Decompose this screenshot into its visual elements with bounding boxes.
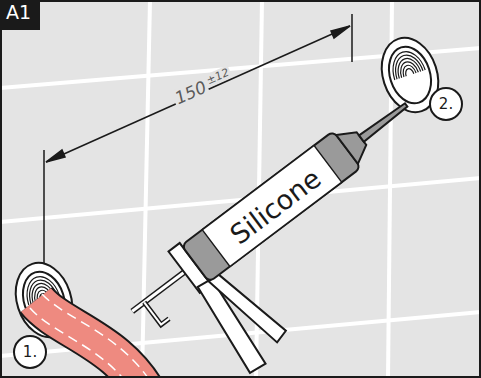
dimension-line [44, 14, 352, 268]
callout-number: 2. [439, 97, 453, 112]
step-label: A1 [6, 3, 31, 22]
callout-circle: 2. [429, 87, 463, 121]
step-badge [0, 0, 40, 30]
silicone-gun [117, 84, 480, 378]
callout-circle: 1. [13, 335, 47, 369]
callout-number: 1. [23, 345, 37, 360]
